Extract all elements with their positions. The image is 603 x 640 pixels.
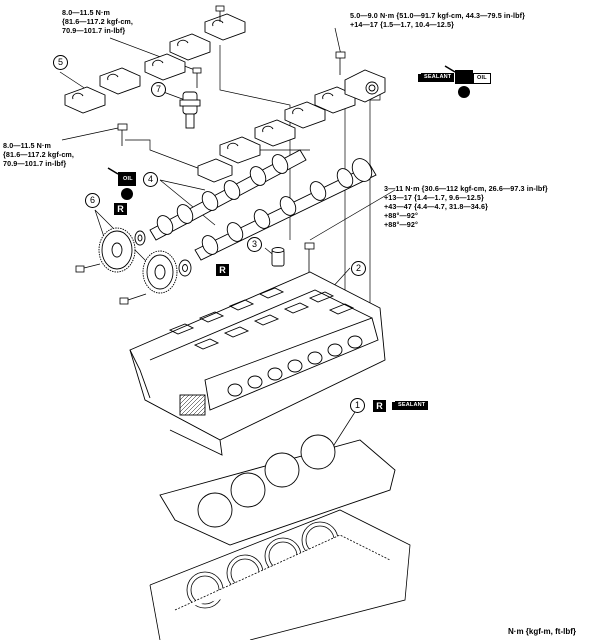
torque-spec-top-left: 8.0—11.5 N·m {81.6—117.2 kgf-cm, 70.9—10… [62, 8, 133, 35]
callout-2: 2 [351, 261, 366, 276]
units-note: N·m {kgf-m, ft-lbf} [508, 627, 576, 636]
camshafts [149, 149, 377, 261]
torque-line: +14—17 {1.5—1.7, 10.4—12.5} [350, 20, 454, 29]
head-gasket [159, 434, 396, 546]
oil-can-icon [444, 65, 473, 98]
torque-line: +88°—92° [384, 220, 418, 229]
torque-line: 5.0—9.0 N·m {51.0—91.7 kgf-cm, 44.3—79.5… [350, 11, 525, 20]
torque-line: 8.0—11.5 N·m [3, 141, 51, 150]
hydraulic-lash-adjuster [271, 247, 285, 267]
callout-1: 1 [350, 398, 365, 413]
torque-line: 3—11 N·m {30.6—112 kgf-cm, 26.6—97.3 in-… [384, 184, 548, 193]
torque-line: {81.6—117.2 kgf-cm, [62, 17, 134, 26]
cam-seals [134, 230, 192, 277]
callout-6: 6 [85, 193, 100, 208]
torque-line: {81.6—117.2 kgf-cm, [3, 150, 75, 159]
oil-label: OIL [120, 175, 136, 184]
torque-line: 70.9—101.7 in-lbf} [3, 159, 67, 168]
sealant-label: SEALANT [421, 73, 455, 82]
callout-4: 4 [143, 172, 158, 187]
sprockets [98, 227, 178, 294]
oil-label: OIL [473, 73, 491, 84]
torque-spec-mid-left: 8.0—11.5 N·m {81.6—117.2 kgf-cm, 70.9—10… [3, 141, 74, 168]
replace-mark: R [114, 203, 127, 215]
torque-line: +88°—92° [384, 211, 418, 220]
bolts [75, 5, 346, 305]
torque-spec-mid-right: 3—11 N·m {30.6—112 kgf-cm, 26.6—97.3 in-… [384, 184, 548, 229]
sealant-label: SEALANT [395, 401, 429, 410]
oil-can-icon-2 [107, 167, 136, 200]
torque-line: 70.9—101.7 in-lbf} [62, 26, 126, 35]
torque-spec-top-right: 5.0—9.0 N·m {51.0—91.7 kgf-cm, 44.3—79.5… [350, 11, 525, 29]
replace-mark: R [216, 264, 229, 276]
callout-3: 3 [247, 237, 262, 252]
camshaft-caps [64, 13, 356, 183]
replace-mark: R [373, 400, 386, 412]
cylinder-head [129, 271, 386, 456]
front-cap [344, 69, 386, 103]
torque-line: +43—47 {4.4—4.7, 31.8—34.6} [384, 202, 488, 211]
torque-line: 8.0—11.5 N·m [62, 8, 110, 17]
cylinder-block [149, 509, 411, 640]
callout-5: 5 [53, 55, 68, 70]
torque-line: +13—17 {1.4—1.7, 9.6—12.5} [384, 193, 484, 202]
oil-control-valve [179, 91, 201, 129]
callout-7: 7 [151, 82, 166, 97]
